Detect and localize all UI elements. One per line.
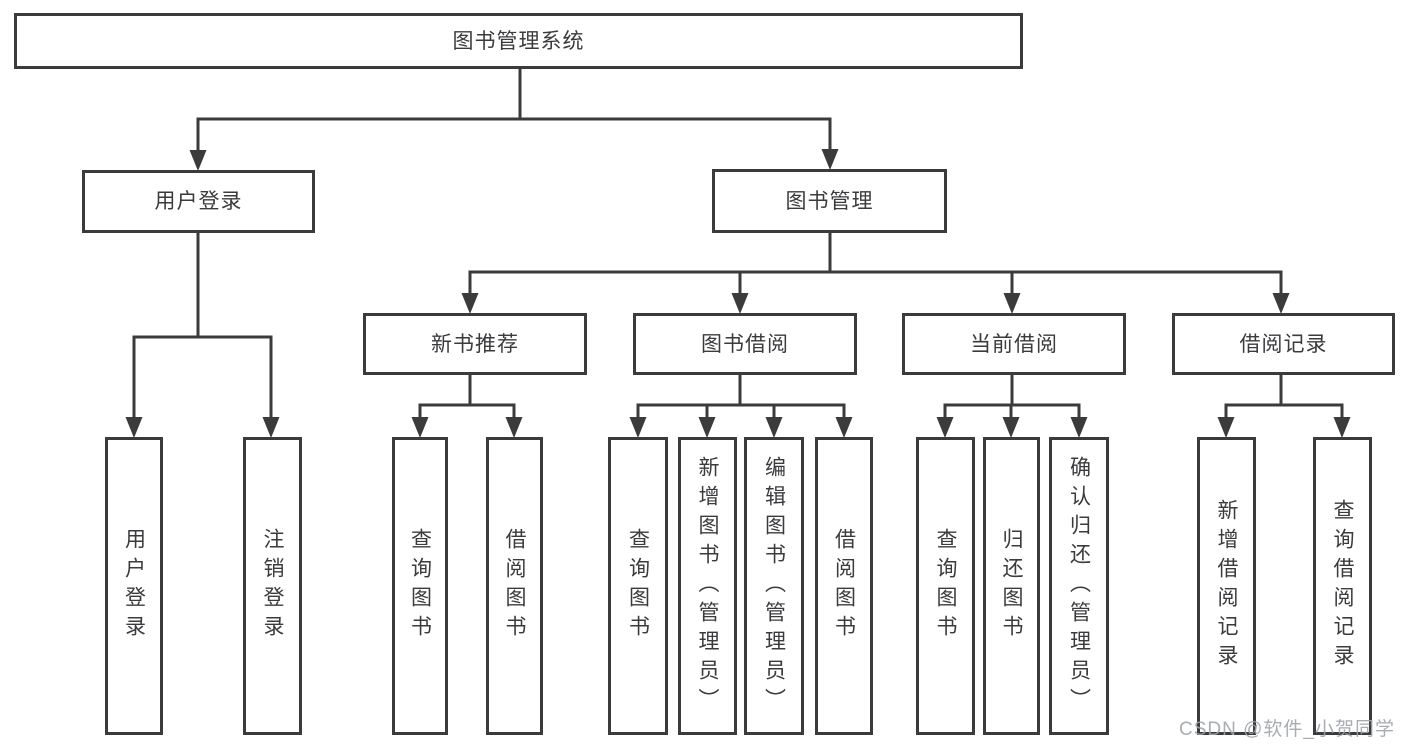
- node-label: 图书借阅: [701, 332, 789, 356]
- node-label: 借阅记录: [1239, 332, 1328, 356]
- leaf-borrow-books-recommend: 借阅图书: [486, 437, 543, 735]
- node-label: 图书管理: [785, 189, 874, 213]
- leaf-confirm-return-admin: 确认归还（管理员）: [1049, 437, 1109, 735]
- leaf-query-books-current: 查询图书: [916, 437, 975, 735]
- leaf-query-books-borrow: 查询图书: [608, 437, 668, 735]
- leaf-label: 新增图书（管理员）: [696, 455, 719, 717]
- node-user-login: 用户登录: [82, 170, 315, 233]
- node-label: 当前借阅: [970, 332, 1058, 356]
- csdn-watermark: CSDN @软件_小贺同学: [1179, 719, 1395, 740]
- leaf-return-books: 归还图书: [983, 437, 1040, 735]
- node-borrow-records: 借阅记录: [1172, 313, 1395, 375]
- leaf-label: 借阅图书: [503, 528, 526, 644]
- leaf-add-borrow-record: 新增借阅记录: [1197, 437, 1256, 735]
- leaf-query-borrow-record: 查询借阅记录: [1313, 437, 1372, 735]
- node-label: 图书管理系统: [452, 29, 585, 53]
- node-current-borrow: 当前借阅: [902, 313, 1126, 375]
- node-label: 用户登录: [154, 190, 243, 213]
- node-label: 新书推荐: [431, 332, 519, 356]
- leaf-label: 借阅图书: [832, 528, 856, 644]
- leaf-label: 查询图书: [934, 528, 957, 644]
- leaf-label: 新增借阅记录: [1215, 499, 1238, 673]
- leaf-borrow-books: 借阅图书: [815, 437, 873, 735]
- node-book-borrow: 图书借阅: [633, 313, 857, 375]
- leaf-logout: 注销登录: [243, 437, 302, 735]
- node-root-library-system: 图书管理系统: [14, 13, 1023, 69]
- leaf-user-login: 用户登录: [105, 437, 163, 735]
- leaf-query-books-recommend: 查询图书: [392, 437, 448, 735]
- leaf-label: 确认归还（管理员）: [1067, 455, 1091, 717]
- node-book-management: 图书管理: [712, 169, 947, 233]
- leaf-edit-books-admin: 编辑图书（管理员）: [744, 437, 804, 735]
- leaf-label: 用户登录: [122, 528, 146, 644]
- leaf-label: 查询图书: [626, 528, 650, 644]
- leaf-label: 注销登录: [261, 528, 284, 644]
- leaf-add-books-admin: 新增图书（管理员）: [678, 437, 737, 735]
- leaf-label: 归还图书: [1000, 528, 1023, 644]
- leaf-label: 查询图书: [408, 528, 432, 644]
- node-new-book-recommend: 新书推荐: [363, 313, 587, 375]
- leaf-label: 编辑图书（管理员）: [762, 455, 786, 717]
- leaf-label: 查询借阅记录: [1331, 499, 1354, 673]
